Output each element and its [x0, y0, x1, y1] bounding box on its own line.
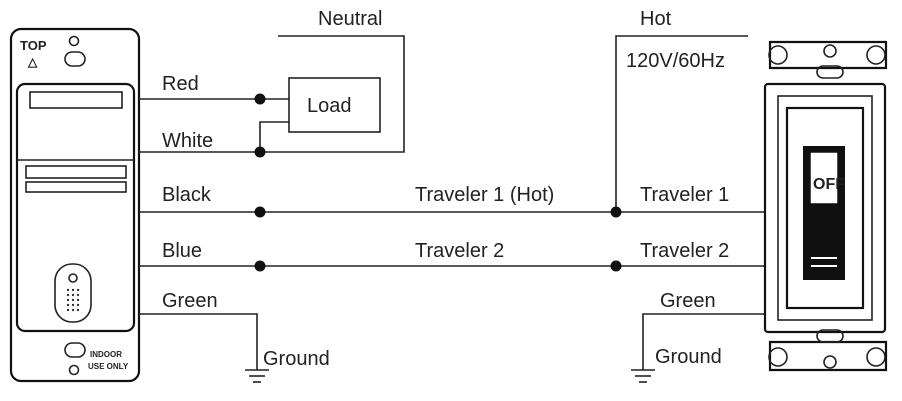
- switch-yoke: [763, 82, 887, 334]
- switch-off-label: OFF: [813, 176, 845, 193]
- hot-wire: [615, 35, 748, 212]
- sensor-top-arrow: △: [27, 55, 38, 69]
- sensor-use-only-label: USE ONLY: [88, 362, 129, 371]
- switch-face: [785, 106, 865, 310]
- ground-icon-right: [631, 369, 655, 383]
- switch-bottom-hole: [823, 355, 837, 369]
- sensor-screw-hole-top: [68, 35, 80, 47]
- green-wire-label-left: Green: [162, 290, 218, 312]
- sensor-pushbutton: [54, 263, 92, 323]
- white-wire-label: White: [162, 130, 213, 152]
- traveler-1-hot-label: Traveler 1 (Hot): [415, 184, 554, 206]
- sensor-screw-hole-bottom: [68, 364, 80, 376]
- hot-label: Hot: [640, 8, 672, 30]
- traveler-2-mid-label: Traveler 2: [415, 240, 504, 262]
- occupancy-sensor-device: TOP △ INDOOR USE ONLY: [9, 27, 141, 383]
- switch-ear-hole-tl: [768, 45, 788, 65]
- switch-ear-hole-bl: [768, 347, 788, 367]
- switch-bottom-screw: [816, 329, 844, 343]
- sensor-rib-2: [25, 181, 127, 193]
- power-icon: [68, 273, 78, 283]
- junction-white: [254, 146, 266, 158]
- junction-black: [254, 206, 266, 218]
- voltage-label: 120V/60Hz: [626, 50, 725, 72]
- red-wire-label: Red: [162, 73, 199, 95]
- neutral-label: Neutral: [318, 8, 382, 30]
- green-wire-right: [642, 313, 765, 370]
- switch-ear-hole-br: [866, 347, 886, 367]
- junction-blue: [254, 260, 266, 272]
- sensor-upper-strip: [29, 91, 123, 109]
- switch-top-screw: [816, 65, 844, 79]
- junction-traveler-1: [610, 206, 622, 218]
- sensor-mount-slot-top: [64, 51, 86, 67]
- junction-traveler-2: [610, 260, 622, 272]
- green-wire-left: [139, 313, 258, 370]
- sensor-mount-slot-bottom: [64, 342, 86, 358]
- load-return-wire: [259, 121, 289, 152]
- wires: [139, 35, 765, 370]
- load-box: [288, 77, 381, 133]
- traveler-2-right-label: Traveler 2: [640, 240, 729, 262]
- sensor-rib-1: [25, 165, 127, 179]
- sensor-lens-dots: [66, 288, 80, 312]
- ground-icon-left: [245, 369, 269, 383]
- sensor-top-label: TOP: [20, 38, 47, 53]
- sensor-indoor-label: INDOOR: [90, 350, 122, 359]
- black-wire-label: Black: [162, 184, 212, 206]
- sensor-body: [15, 82, 136, 333]
- junction-dots: [254, 93, 622, 272]
- traveler-1-right-label: Traveler 1: [640, 184, 729, 206]
- green-wire-label-right: Green: [660, 290, 716, 312]
- ground-label-right: Ground: [655, 346, 722, 368]
- three-way-switch-device: OFF: [763, 40, 888, 372]
- switch-ear-hole-tr: [866, 45, 886, 65]
- switch-top-hole: [823, 44, 837, 58]
- switch-inner-frame: [777, 95, 873, 321]
- load-label: Load: [307, 95, 352, 117]
- blue-wire-label: Blue: [162, 240, 202, 262]
- ground-label-left: Ground: [263, 348, 330, 370]
- junction-red: [254, 93, 266, 105]
- neutral-wire: [260, 35, 405, 153]
- sensor-wallplate: [9, 27, 141, 383]
- switch-toggle: [809, 151, 839, 205]
